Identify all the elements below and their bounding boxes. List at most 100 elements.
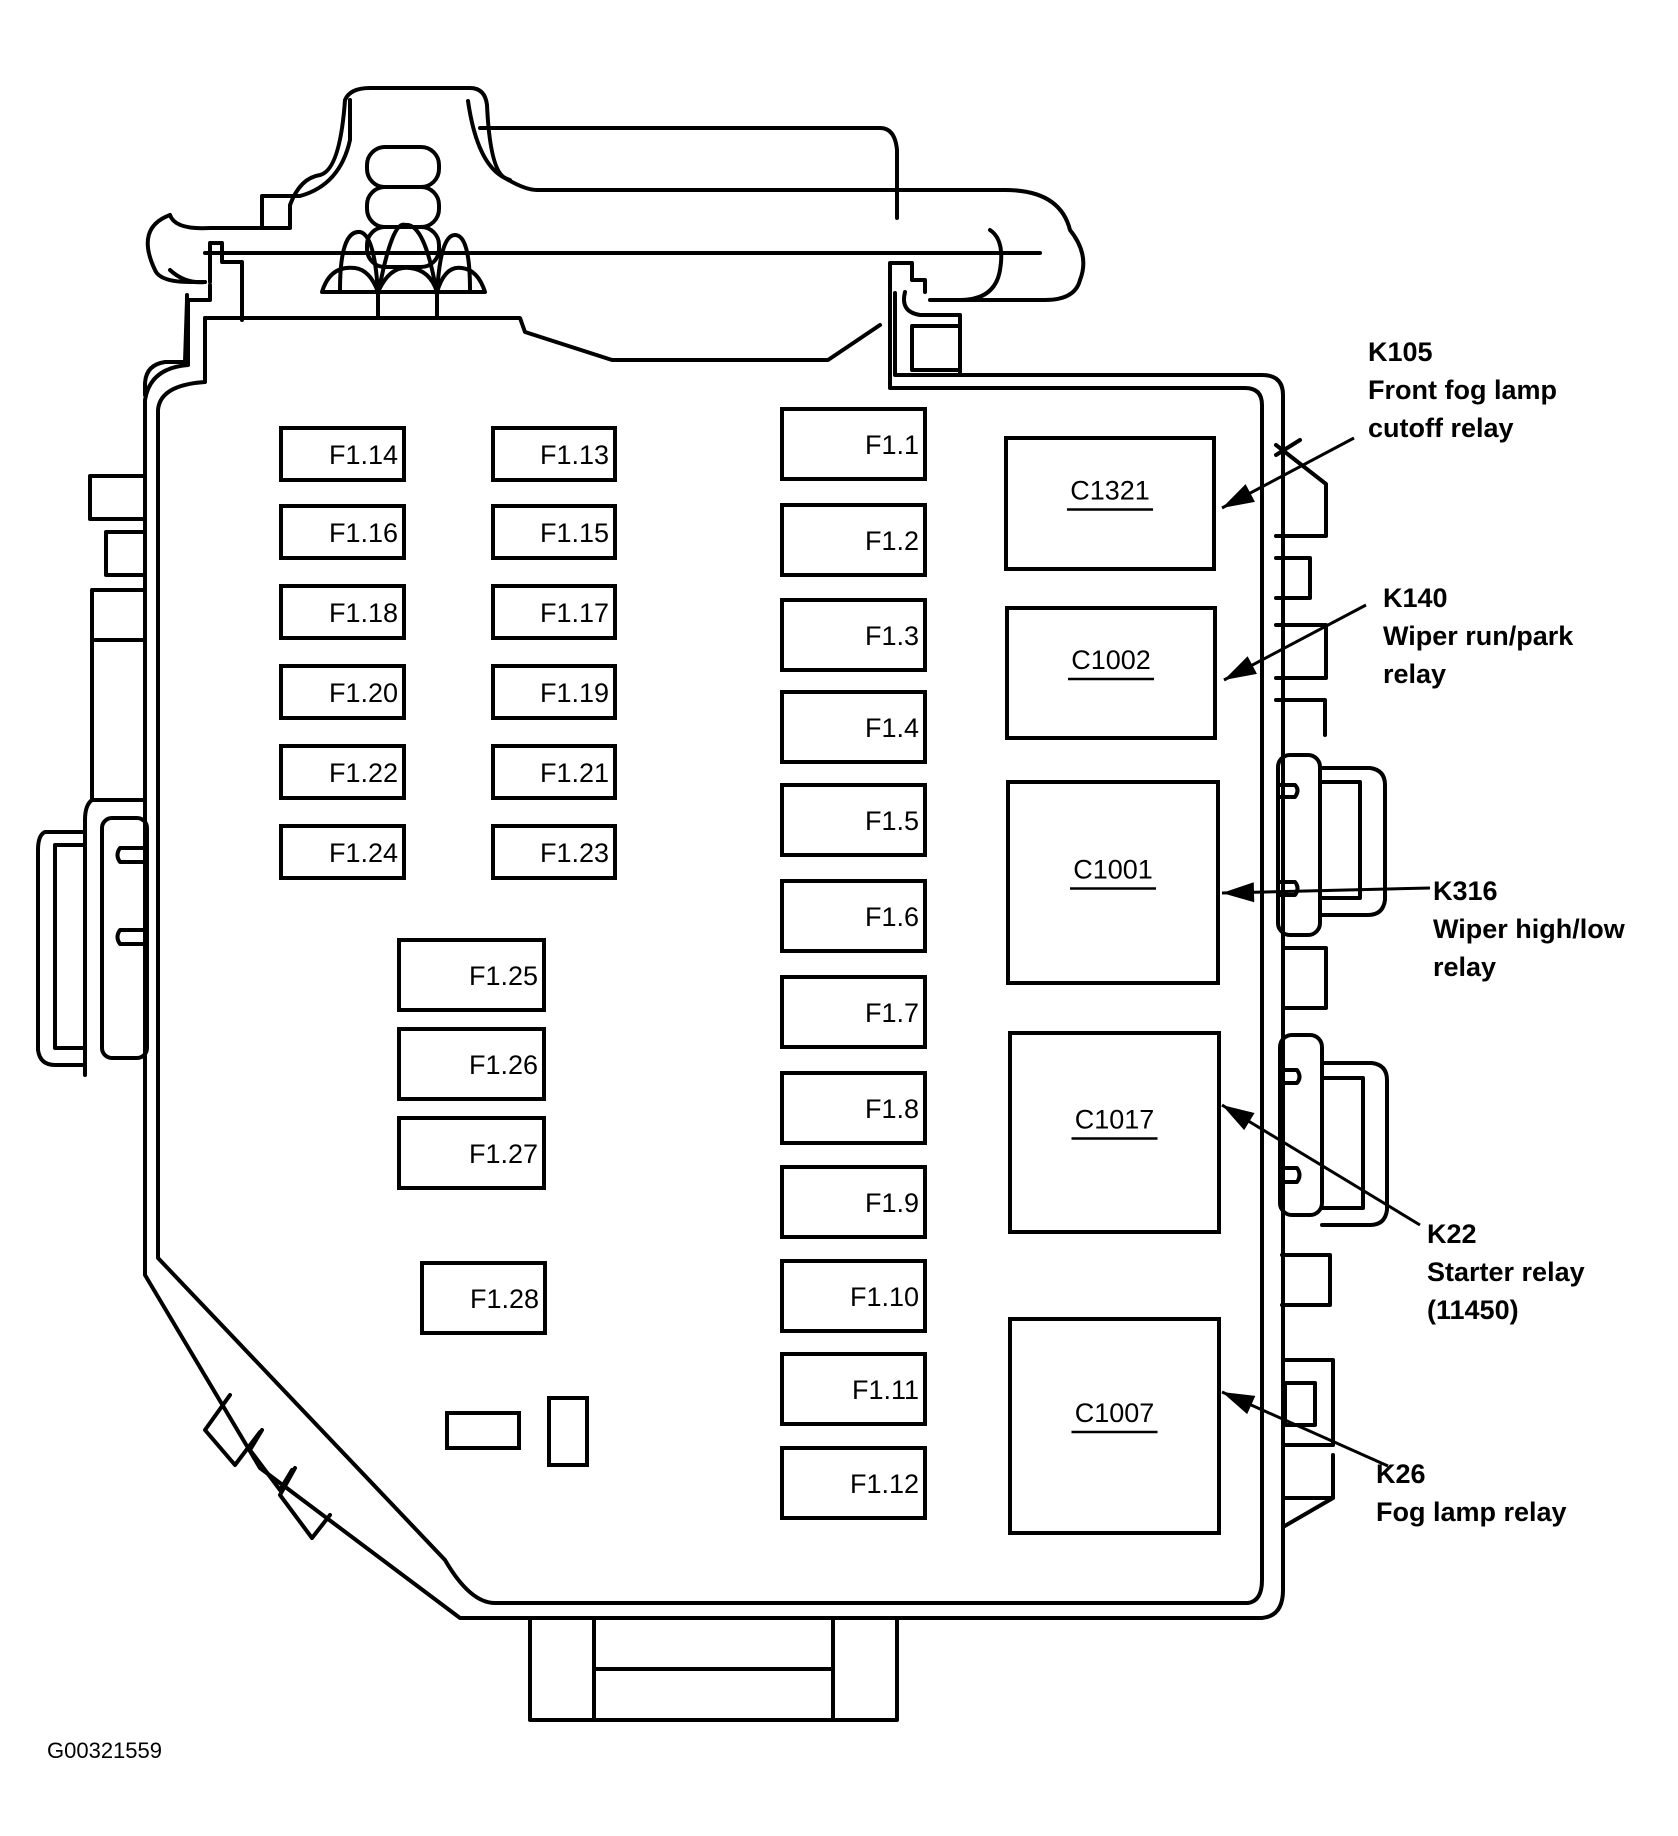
fuse-slot xyxy=(780,1259,927,1333)
fuse-slot xyxy=(491,426,617,482)
fuse: F1.13 xyxy=(491,426,617,482)
fuse-label: F1.18 xyxy=(329,598,398,628)
callout-arrow xyxy=(1221,1103,1421,1227)
connector-label: C1001 xyxy=(1073,855,1153,885)
fuse: F1.9 xyxy=(780,1165,927,1239)
fuse-slot xyxy=(279,744,406,800)
fuse: F1.19 xyxy=(491,664,617,720)
fuse-label: F1.12 xyxy=(850,1469,919,1499)
fuse-slot xyxy=(780,879,927,953)
fuse-label: F1.13 xyxy=(540,440,609,470)
arrowhead-icon xyxy=(1222,882,1255,903)
fuse-label: F1.4 xyxy=(865,713,919,743)
fuse-label: F1.3 xyxy=(865,621,919,651)
fuse-label: F1.19 xyxy=(540,678,609,708)
fuse-slot xyxy=(780,1071,927,1145)
relay-k105: C1321 xyxy=(1004,436,1216,571)
callout-arrow xyxy=(1221,882,1431,903)
fuse-slot xyxy=(279,664,406,720)
callout-arrow xyxy=(1221,1390,1389,1468)
fuse-slot xyxy=(491,584,617,640)
fuse-label: F1.11 xyxy=(852,1375,919,1405)
figure-id: G00321559 xyxy=(47,1738,162,1763)
relay-k140: C1002 xyxy=(1005,606,1217,740)
fuse-label: F1.1 xyxy=(865,430,919,460)
fuse-slot xyxy=(491,504,617,560)
fuse: F1.5 xyxy=(780,783,927,857)
small-block xyxy=(547,1396,589,1467)
relay-description: (11450) xyxy=(1427,1295,1519,1325)
fuse-label: F1.7 xyxy=(865,998,919,1028)
relay-id: K140 xyxy=(1383,583,1448,613)
fuse-slot xyxy=(420,1261,547,1335)
fuse: F1.20 xyxy=(279,664,406,720)
fuse-label: F1.16 xyxy=(329,518,398,548)
arrowhead-icon xyxy=(1224,656,1257,680)
fuse-slot xyxy=(397,1116,546,1190)
fuse: F1.3 xyxy=(780,598,927,672)
relay-k316: C1001 xyxy=(1006,780,1220,985)
relay-description: Wiper run/park xyxy=(1383,621,1574,651)
fuse-slot xyxy=(780,1165,927,1239)
fuse: F1.11 xyxy=(780,1352,927,1426)
arrowhead-icon xyxy=(1222,1392,1256,1415)
fuse-label: F1.22 xyxy=(329,758,398,788)
relay-socket xyxy=(1004,436,1216,571)
fuse-slot xyxy=(491,824,617,880)
fuse: F1.16 xyxy=(279,504,406,560)
relay-description: Wiper high/low xyxy=(1433,914,1625,944)
fuse: F1.7 xyxy=(780,975,927,1049)
fuse: F1.27 xyxy=(397,1116,546,1190)
relay-description: relay xyxy=(1433,952,1497,982)
fuse-slot xyxy=(780,690,927,764)
callout-arrow xyxy=(1221,436,1355,510)
callout-lines xyxy=(1221,436,1431,1468)
callout-arrow xyxy=(1223,603,1367,682)
fuse-label: F1.21 xyxy=(540,758,609,788)
fuse-label: F1.28 xyxy=(470,1284,539,1314)
fuse-slot xyxy=(780,598,927,672)
fuse: F1.15 xyxy=(491,504,617,560)
fuse-slot xyxy=(397,1027,546,1101)
relay-id: K22 xyxy=(1427,1219,1477,1249)
fuse-slot xyxy=(780,1446,927,1520)
fuse: F1.4 xyxy=(780,690,927,764)
fuse: F1.1 xyxy=(780,407,927,481)
fuse: F1.6 xyxy=(780,879,927,953)
fuse-slot xyxy=(279,584,406,640)
fuse: F1.21 xyxy=(491,744,617,800)
fuse: F1.26 xyxy=(397,1027,546,1101)
fuse: F1.12 xyxy=(780,1446,927,1520)
fuse: F1.2 xyxy=(780,503,927,577)
fuse-slot xyxy=(491,664,617,720)
fuse-label: F1.10 xyxy=(850,1282,919,1312)
connector-label: C1321 xyxy=(1070,476,1150,506)
callout-line xyxy=(1221,886,1431,895)
fuse-label: F1.27 xyxy=(469,1139,538,1169)
fuse-slot xyxy=(279,426,406,482)
relay-id: K26 xyxy=(1376,1459,1426,1489)
right-side-tabs xyxy=(1274,438,1389,1529)
fuse: F1.8 xyxy=(780,1071,927,1145)
fuse-slot xyxy=(279,824,406,880)
fuse: F1.18 xyxy=(279,584,406,640)
relay-k22: C1017 xyxy=(1008,1031,1221,1234)
relay-description: Starter relay xyxy=(1427,1257,1585,1287)
connector-label: C1017 xyxy=(1075,1105,1155,1135)
relay-socket xyxy=(1005,606,1217,740)
fuse-label: F1.8 xyxy=(865,1094,919,1124)
fuse: F1.25 xyxy=(397,938,546,1012)
fuse: F1.24 xyxy=(279,824,406,880)
relay-description: relay xyxy=(1383,659,1447,689)
fuse-slot xyxy=(780,783,927,857)
left-side-tabs xyxy=(36,474,332,1540)
relay-description: cutoff relay xyxy=(1368,413,1514,443)
small-block xyxy=(445,1411,521,1450)
relay-socket xyxy=(1008,1317,1221,1535)
fuse-label: F1.26 xyxy=(469,1050,538,1080)
